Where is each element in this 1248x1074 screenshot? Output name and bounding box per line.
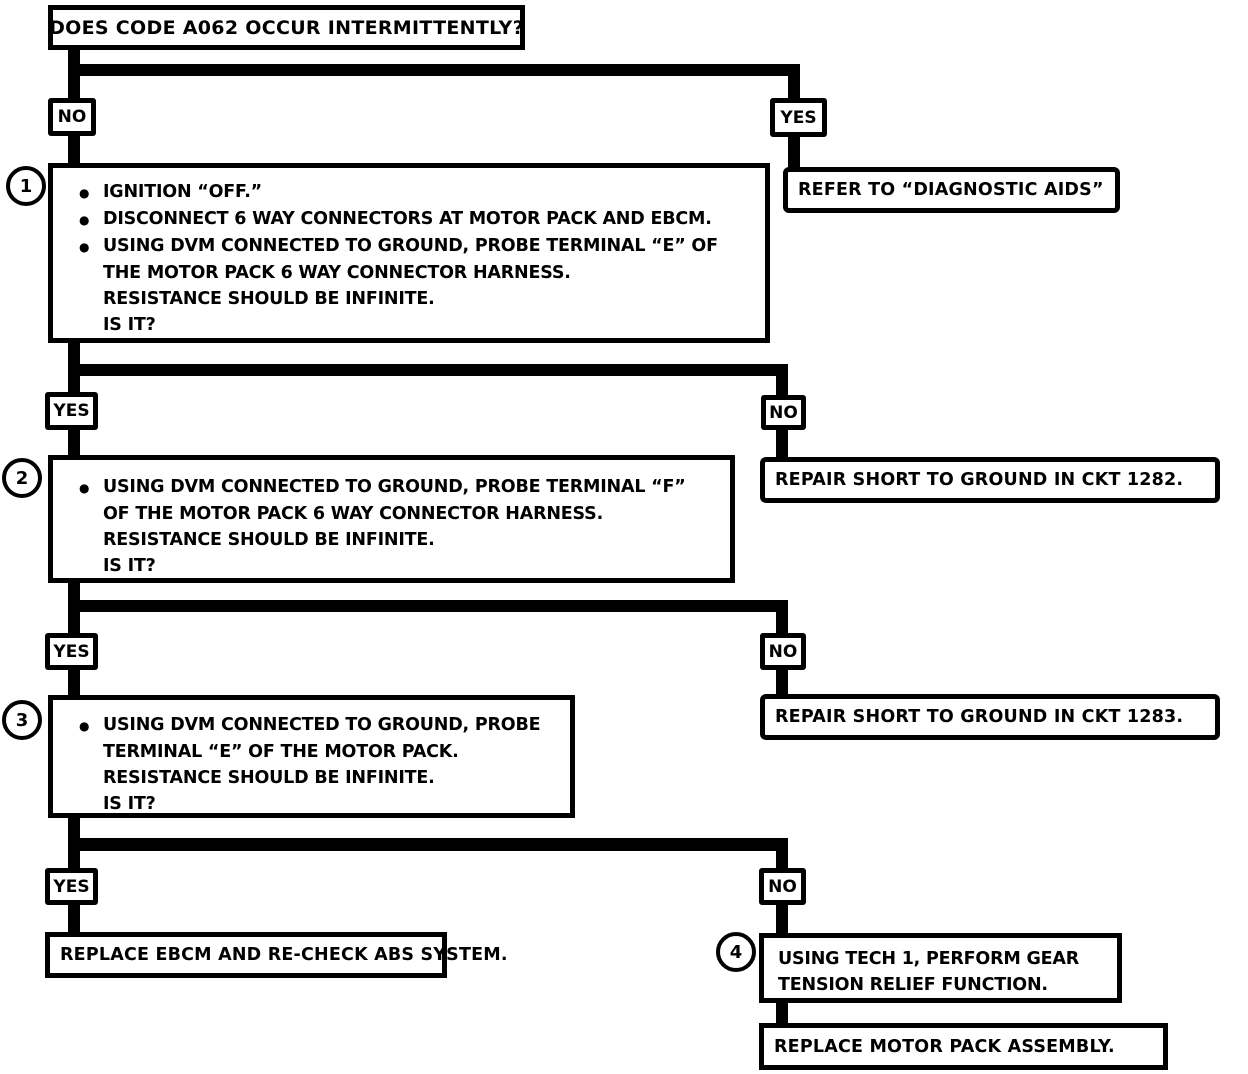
step4-number-circle: 4: [716, 932, 756, 972]
step1-box: ● IGNITION “OFF.” ● DISCONNECT 6 WAY CON…: [48, 163, 770, 343]
bullet-icon: ●: [79, 719, 90, 733]
step2-line-text: RESISTANCE SHOULD BE INFINITE.: [103, 530, 435, 550]
step1-line: THE MOTOR PACK 6 WAY CONNECTOR HARNESS.: [79, 260, 757, 286]
step4-line: USING TECH 1, PERFORM GEAR: [778, 946, 1109, 972]
step2-line: IS IT?: [79, 553, 722, 579]
root-question-box: DOES CODE A062 OCCUR INTERMITTENTLY?: [48, 5, 525, 50]
step4-box: USING TECH 1, PERFORM GEAR TENSION RELIE…: [759, 933, 1122, 1003]
step1-line-text: USING DVM CONNECTED TO GROUND, PROBE TER…: [103, 236, 718, 256]
connector-yes1-to-refer: [788, 137, 800, 167]
row3-no-label: NO: [760, 633, 806, 670]
connector-row2-to-no: [776, 364, 788, 395]
row2-no-label: NO: [761, 395, 806, 430]
step3-line-text: IS IT?: [103, 794, 156, 814]
connector-row3-horizontal: [68, 600, 788, 612]
row1-yes-label: YES: [770, 98, 827, 137]
step3-line: RESISTANCE SHOULD BE INFINITE.: [79, 765, 562, 791]
step4-line-text: USING TECH 1, PERFORM GEAR: [778, 949, 1080, 969]
step1-number-circle: 1: [6, 166, 46, 206]
bullet-icon: ●: [79, 481, 90, 495]
repair-ckt-1282-box: REPAIR SHORT TO GROUND IN CKT 1282.: [760, 457, 1220, 503]
step3-line: TERMINAL “E” OF THE MOTOR PACK.: [79, 739, 562, 765]
connector-step4-to-final: [776, 1003, 788, 1023]
connector-row2-horizontal: [68, 364, 788, 376]
connector-yes3-to-step3: [68, 670, 80, 695]
bullet-icon: ●: [79, 186, 90, 200]
step3-line-text: TERMINAL “E” OF THE MOTOR PACK.: [103, 742, 459, 762]
step2-line-text: IS IT?: [103, 556, 156, 576]
step4-line-text: TENSION RELIEF FUNCTION.: [778, 975, 1048, 995]
step3-box: ● USING DVM CONNECTED TO GROUND, PROBE T…: [48, 695, 575, 818]
bullet-icon: ●: [79, 213, 90, 227]
step1-line: IS IT?: [79, 312, 757, 338]
step1-line: RESISTANCE SHOULD BE INFINITE.: [79, 286, 757, 312]
row4-yes-label: YES: [45, 868, 98, 905]
step1-line: ● USING DVM CONNECTED TO GROUND, PROBE T…: [79, 233, 757, 260]
step2-box: ● USING DVM CONNECTED TO GROUND, PROBE T…: [48, 455, 735, 583]
row4-no-label: NO: [759, 868, 806, 905]
step1-line-text: IS IT?: [103, 315, 156, 335]
row3-yes-label: YES: [45, 633, 98, 670]
step2-line: RESISTANCE SHOULD BE INFINITE.: [79, 527, 722, 553]
step1-line-text: IGNITION “OFF.”: [103, 182, 262, 202]
repair-ckt-1283-box: REPAIR SHORT TO GROUND IN CKT 1283.: [760, 694, 1220, 740]
step3-line-text: RESISTANCE SHOULD BE INFINITE.: [103, 768, 435, 788]
step2-number-circle: 2: [2, 458, 42, 498]
connector-no2-to-repair1282: [776, 430, 788, 457]
connector-row4-to-no: [776, 838, 788, 868]
connector-no1-to-step1: [68, 136, 80, 163]
step3-number-circle: 3: [2, 700, 42, 740]
step1-line-text: RESISTANCE SHOULD BE INFINITE.: [103, 289, 435, 309]
step1-line-text: DISCONNECT 6 WAY CONNECTORS AT MOTOR PAC…: [103, 209, 712, 229]
connector-yes2-to-step2: [68, 430, 80, 455]
step1-line: ● IGNITION “OFF.”: [79, 179, 757, 206]
bullet-icon: ●: [79, 240, 90, 254]
step2-line-text: USING DVM CONNECTED TO GROUND, PROBE TER…: [103, 477, 686, 497]
connector-row4-horizontal: [68, 838, 788, 851]
connector-row1-to-yes: [788, 64, 800, 98]
step2-line: OF THE MOTOR PACK 6 WAY CONNECTOR HARNES…: [79, 501, 722, 527]
step2-line-text: OF THE MOTOR PACK 6 WAY CONNECTOR HARNES…: [103, 504, 604, 524]
step1-line-text: THE MOTOR PACK 6 WAY CONNECTOR HARNESS.: [103, 263, 571, 283]
connector-row1-horizontal: [68, 64, 800, 76]
connector-no4-to-step4: [776, 905, 788, 933]
refer-diagnostic-aids-box: REFER TO “DIAGNOSTIC AIDS”: [783, 167, 1120, 213]
step3-line: IS IT?: [79, 791, 562, 817]
step1-line: ● DISCONNECT 6 WAY CONNECTORS AT MOTOR P…: [79, 206, 757, 233]
step3-line: ● USING DVM CONNECTED TO GROUND, PROBE: [79, 712, 562, 739]
step4-line: TENSION RELIEF FUNCTION.: [778, 972, 1109, 998]
row1-no-label: NO: [48, 98, 96, 136]
connector-row3-to-no: [776, 600, 788, 633]
replace-motor-pack-box: REPLACE MOTOR PACK ASSEMBLY.: [759, 1023, 1168, 1070]
connector-no3-to-repair1283: [776, 670, 788, 694]
replace-ebcm-box: REPLACE EBCM AND RE-CHECK ABS SYSTEM.: [45, 932, 508, 978]
step3-line-text: USING DVM CONNECTED TO GROUND, PROBE: [103, 715, 541, 735]
row2-yes-label: YES: [45, 392, 98, 430]
step2-line: ● USING DVM CONNECTED TO GROUND, PROBE T…: [79, 474, 722, 501]
connector-yes4-to-replace-ebcm: [68, 905, 80, 932]
